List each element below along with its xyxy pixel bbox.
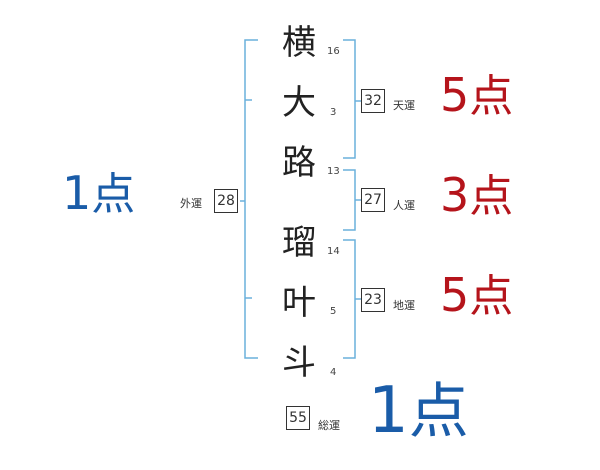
stroke-count-4: 14: [327, 246, 340, 257]
jinun-value: 27: [361, 188, 385, 212]
gaiun-value: 28: [214, 189, 238, 213]
tenun-score-unit: 点: [469, 71, 514, 122]
name-char-3: 路: [282, 143, 316, 183]
souun-value: 55: [286, 406, 310, 430]
stroke-count-3: 13: [327, 166, 340, 177]
souun-score: 1点: [368, 378, 469, 445]
souun-score-unit: 点: [408, 377, 469, 447]
chiun-score-unit: 点: [469, 271, 514, 322]
tenun-score: 5点: [440, 70, 513, 122]
tenun-bracket: [343, 39, 356, 159]
souun-label: 総運: [318, 419, 340, 432]
chiun-score: 5点: [440, 270, 513, 322]
jinun-label: 人運: [393, 199, 415, 212]
gaiun-score: 1点: [62, 168, 135, 220]
tenun-value: 32: [361, 89, 385, 113]
jinun-score: 3点: [440, 170, 513, 222]
name-char-5: 叶: [282, 283, 316, 323]
gaiun-score-unit: 点: [91, 169, 136, 220]
stroke-count-6: 4: [330, 367, 337, 378]
jinun-score-unit: 点: [469, 171, 514, 222]
gaiun-score-number: 1: [62, 166, 92, 220]
stroke-count-2: 3: [330, 107, 337, 118]
chiun-value: 23: [361, 288, 385, 312]
tenun-score-number: 5: [440, 68, 470, 122]
jinun-score-number: 3: [440, 168, 470, 222]
name-char-1: 横: [282, 23, 316, 63]
name-char-2: 大: [282, 83, 316, 123]
name-char-4: 瑠: [282, 223, 316, 263]
gaiun-label: 外運: [180, 197, 202, 210]
tenun-label: 天運: [393, 99, 415, 112]
stroke-count-5: 5: [330, 306, 337, 317]
chiun-score-number: 5: [440, 268, 470, 322]
outer-bracket: [244, 39, 258, 359]
jinun-bracket: [343, 169, 356, 231]
chiun-label: 地運: [393, 299, 415, 312]
chiun-bracket: [343, 239, 356, 359]
name-char-6: 斗: [282, 343, 316, 383]
stroke-count-1: 16: [327, 46, 340, 57]
souun-score-number: 1: [368, 374, 409, 448]
